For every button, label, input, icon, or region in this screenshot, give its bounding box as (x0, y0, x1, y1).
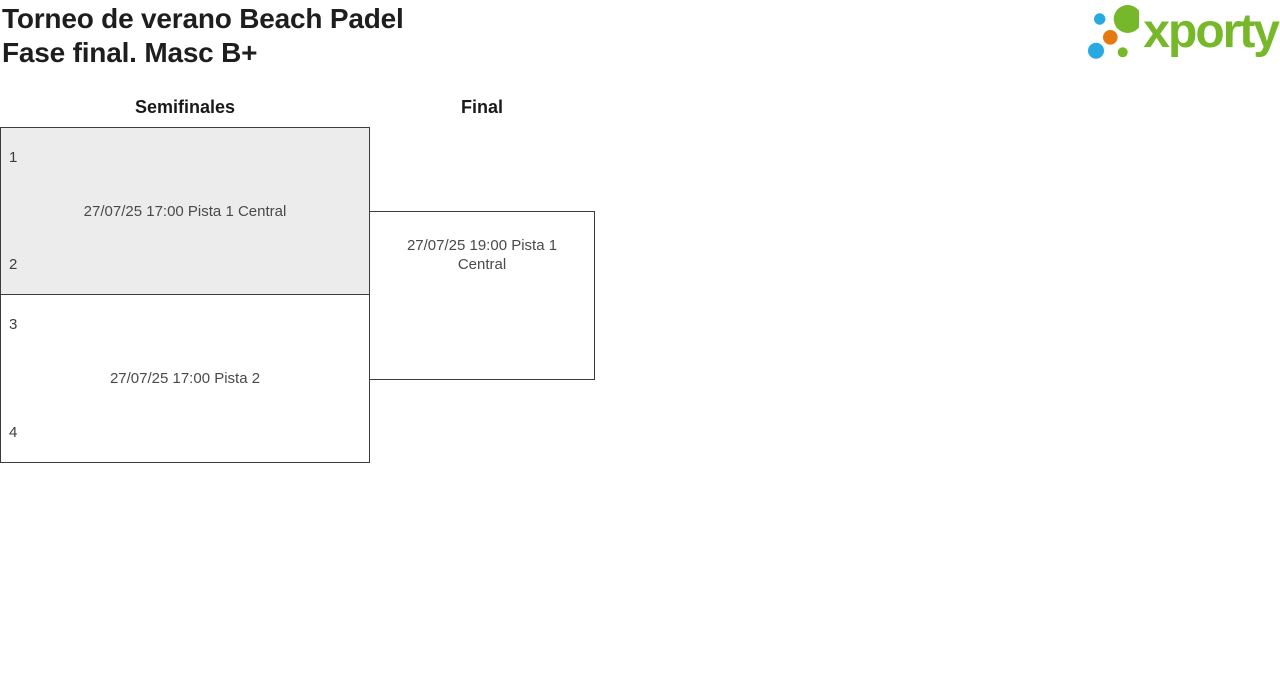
phase-name: Fase final. Masc B+ (2, 37, 258, 68)
match-semifinal-1[interactable]: 1 27/07/25 17:00 Pista 1 Central 2 (0, 127, 370, 295)
xporty-dots-icon (1088, 5, 1140, 59)
match-schedule: 27/07/25 17:00 Pista 2 (109, 370, 261, 387)
slot-number-3: 3 (9, 316, 18, 333)
slot-number-1: 1 (9, 149, 18, 166)
slot-number-4: 4 (9, 424, 18, 441)
match-final[interactable]: 27/07/25 19:00 Pista 1 Central (369, 211, 595, 380)
xporty-wordmark: xporty (1143, 5, 1280, 58)
xporty-logo[interactable]: xporty (1075, 0, 1280, 64)
round-header-semifinales: Semifinales (134, 97, 236, 117)
match-schedule: 27/07/25 17:00 Pista 1 Central (83, 202, 287, 220)
tournament-name: Torneo de verano Beach Padel (2, 3, 404, 34)
match-semifinal-2[interactable]: 3 27/07/25 17:00 Pista 2 4 (0, 294, 370, 463)
round-header-final: Final (460, 97, 503, 117)
match-schedule: 27/07/25 19:00 Pista 1 Central (406, 237, 558, 273)
slot-number-2: 2 (9, 256, 18, 273)
page-title: Torneo de verano Beach Padel Fase final.… (2, 2, 404, 70)
